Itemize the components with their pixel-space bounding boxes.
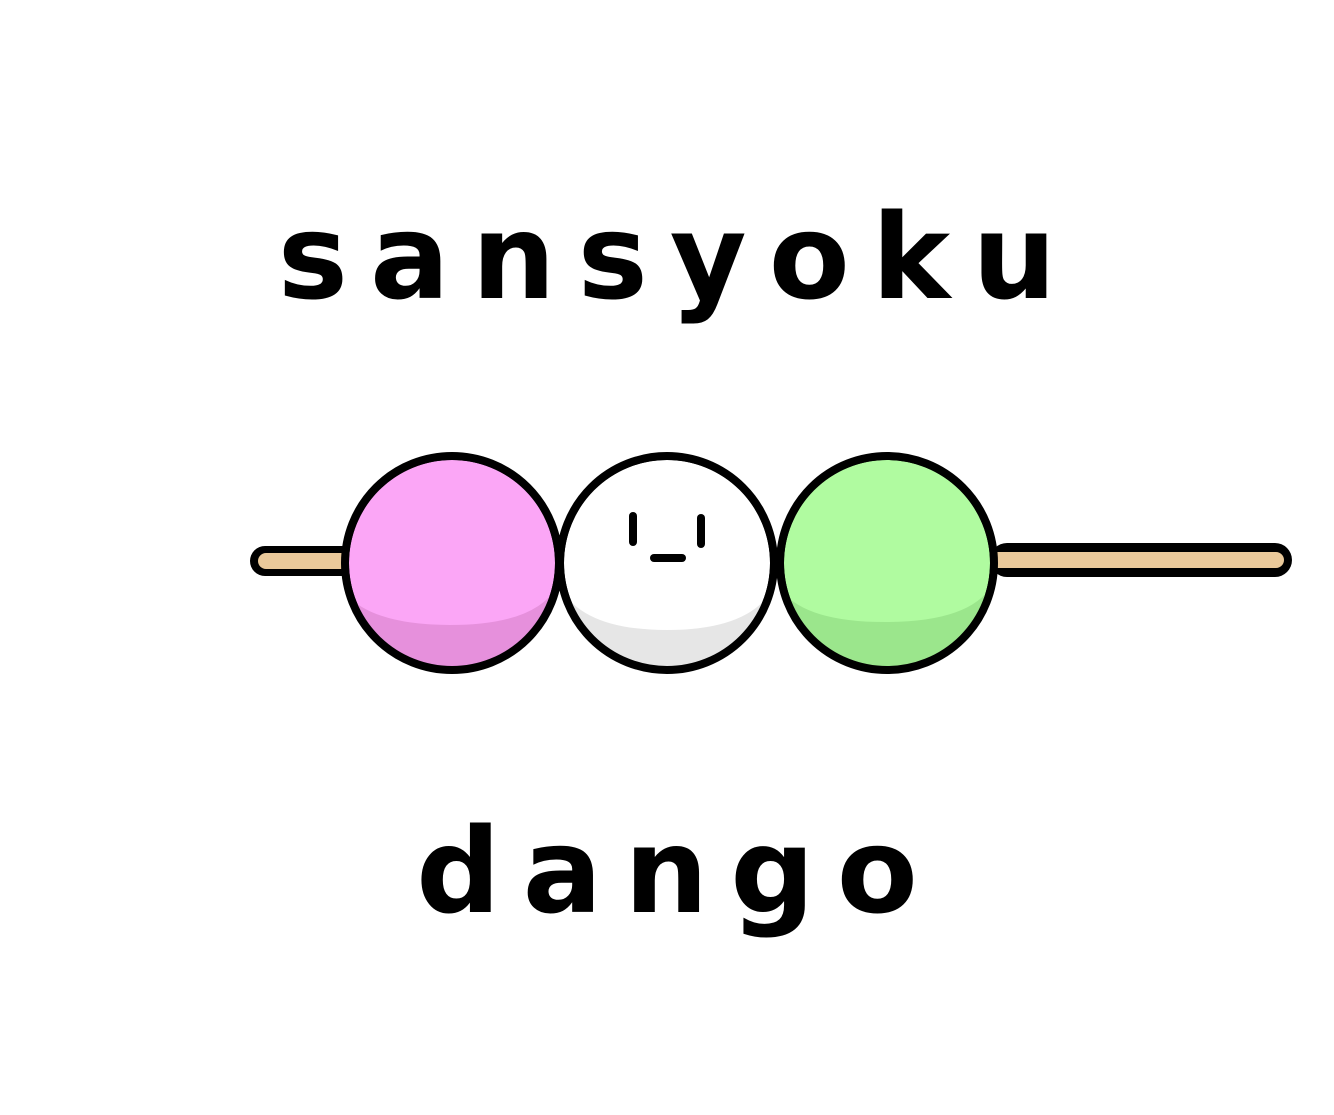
mouth: [650, 554, 686, 562]
pink-dango: [341, 452, 563, 674]
white-dango: [556, 452, 778, 674]
title-dango: dango: [416, 802, 940, 940]
green-dango: [776, 452, 998, 674]
face: [629, 512, 705, 562]
left-eye: [629, 512, 637, 546]
skewer-stick: [250, 543, 1292, 577]
title-sansyoku: sansyoku: [277, 188, 1079, 326]
right-eye: [697, 514, 705, 548]
